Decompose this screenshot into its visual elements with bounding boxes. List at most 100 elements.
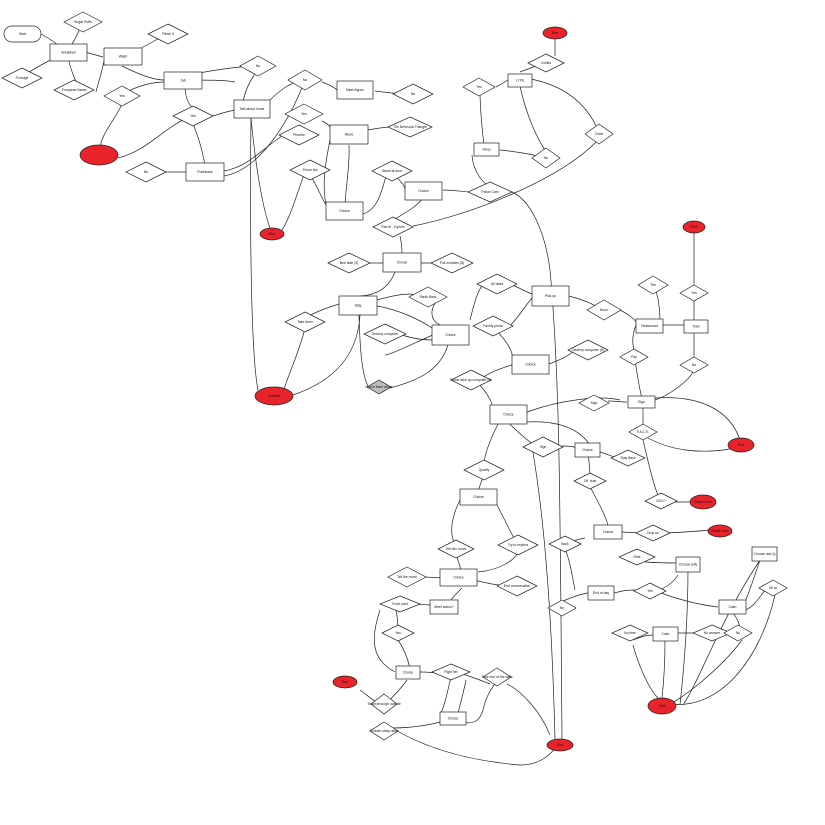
svg-text:End: End	[557, 743, 563, 747]
svg-text:Part III - Kiphes: Part III - Kiphes	[381, 225, 405, 229]
node-choice-h: Choice	[459, 488, 498, 506]
svg-text:Choice: Choice	[453, 576, 464, 580]
node-all-dead: All dead	[476, 273, 518, 295]
svg-text:Meet action?: Meet action?	[434, 605, 454, 609]
node-circle: Circle	[584, 123, 614, 145]
svg-text:Front yard: Front yard	[392, 602, 408, 606]
node-breakfast: Breakfast	[49, 43, 88, 62]
node-sugar-puffs: Sugar Puffs	[63, 11, 103, 33]
node-no-top: No	[239, 55, 277, 77]
node-back: Back	[548, 535, 582, 553]
node-choice-i: Choice	[439, 568, 478, 587]
node-pickle-take: Pickle take up computer (8)	[450, 369, 492, 391]
svg-text:End: End	[738, 443, 744, 447]
svg-text:Sugar Puffs: Sugar Puffs	[74, 20, 92, 24]
svg-text:Try to explore: Try to explore	[508, 543, 529, 547]
node-stand-at-door: Stand at door	[371, 160, 413, 182]
node-no-agnes: No	[392, 83, 434, 105]
node-quality: Quality	[463, 459, 505, 481]
svg-text:No: No	[411, 92, 415, 96]
svg-text:Breakfast: Breakfast	[61, 51, 75, 55]
node-end-of-day: End of day	[587, 585, 615, 601]
node-meet-agnes: Meet Agnes	[336, 80, 374, 100]
svg-text:Yes: Yes	[301, 112, 307, 116]
node-meet-action: Meet action?	[429, 599, 459, 615]
node-part-iii: Part III - Kiphes	[372, 216, 414, 238]
node-shop: Shop	[473, 142, 500, 157]
node-no-time: No time	[611, 624, 649, 642]
svg-text:The: The	[650, 283, 656, 287]
node-end-top: End	[542, 26, 568, 40]
node-no-music: No	[287, 69, 323, 91]
node-pick-up: Pick up	[531, 285, 570, 307]
node-yes-left: Yes	[103, 85, 141, 107]
node-red-bottom-left: End	[332, 675, 358, 689]
node-choose-ask: Choose ask (I)	[751, 546, 778, 562]
svg-text:Scream sleep alive: Scream sleep alive	[370, 729, 399, 733]
svg-text:No: No	[544, 156, 548, 160]
svg-text:Wash: Wash	[119, 55, 128, 59]
node-choice-b: Choice	[325, 201, 364, 221]
svg-text:No: No	[256, 64, 260, 68]
node-throw-tea: Throw tea	[289, 159, 331, 181]
svg-text:No time: No time	[624, 631, 636, 635]
node-no-shop: No	[531, 147, 561, 169]
svg-text:Throw tea: Throw tea	[302, 168, 317, 172]
node-choice-a: Choice	[404, 181, 443, 201]
node-sign-diamond: Sign	[578, 394, 610, 412]
node-police-cam: Police Cam	[467, 181, 513, 203]
svg-text:Drop us: Drop us	[647, 531, 659, 535]
node-pace: P.A.C.E.	[628, 423, 658, 441]
node-rinse-it: Rinse it	[147, 23, 189, 45]
svg-text:End of day: End of day	[593, 591, 610, 595]
node-ok-dust: OK dust	[573, 472, 607, 490]
svg-text:No: No	[303, 78, 307, 82]
node-yes-bottom: Yes	[381, 624, 415, 642]
svg-text:Yes: Yes	[691, 291, 697, 295]
node-music: Music	[329, 124, 369, 145]
node-choose-jelly: Choose jelly	[675, 556, 701, 573]
node-no-c: No	[723, 624, 753, 642]
svg-text:No: No	[560, 606, 564, 610]
node-european-name: European Name	[53, 79, 95, 101]
svg-text:Destroy computer (8): Destroy computer (8)	[572, 348, 604, 352]
node-cash-2: Cash	[652, 626, 679, 642]
node-red-big: Zombie	[254, 386, 294, 406]
node-choice-f: Choice	[489, 404, 528, 425]
node-tell-him-move: Tell him move	[437, 539, 475, 559]
node-take-them: Take them	[284, 311, 326, 333]
svg-text:Game Over: Game Over	[694, 500, 712, 504]
svg-text:Tell the move: Tell the move	[397, 575, 417, 579]
node-stay-back: Stay Back	[610, 449, 646, 467]
node-gray-diamond: Leave them alone	[366, 379, 393, 395]
svg-text:End: End	[342, 680, 348, 684]
svg-text:End: End	[269, 232, 275, 236]
svg-text:Cash: Cash	[729, 605, 737, 609]
svg-text:Tough through outside: Tough through outside	[367, 702, 401, 706]
svg-text:Pickle take up computer (8): Pickle take up computer (8)	[450, 378, 491, 382]
node-destroy-computer: Destroy computer	[363, 323, 407, 345]
svg-text:The Bermuda Triangle: The Bermuda Triangle	[393, 125, 427, 129]
node-end-right: End	[682, 220, 706, 234]
node-try-to-explore: Try to explore	[497, 534, 539, 556]
svg-text:Pick up: Pick up	[545, 294, 556, 298]
svg-text:Fight her: Fight her	[444, 670, 458, 674]
svg-text:No answer: No answer	[704, 631, 721, 635]
node-cash: Cash	[718, 599, 747, 615]
node-fight-her: Fight her	[431, 663, 471, 681]
node-phoebe: Phoebe	[278, 124, 320, 146]
node-flashback: Flashback	[185, 162, 225, 182]
svg-text:Yes: Yes	[190, 114, 196, 118]
svg-text:Choice: Choice	[339, 209, 350, 213]
svg-text:Restaurant: Restaurant	[641, 324, 658, 328]
svg-text:Choice: Choice	[403, 671, 414, 675]
svg-text:2001?: 2001?	[656, 499, 666, 503]
svg-text:Pay: Pay	[631, 355, 637, 359]
svg-text:Back: Back	[561, 542, 569, 546]
node-red-end-2: Game Over	[689, 494, 717, 510]
svg-text:Choose jelly: Choose jelly	[679, 563, 698, 567]
svg-text:End: End	[552, 31, 558, 35]
node-choice-k: Choice	[439, 711, 467, 726]
node-no-left: No	[125, 161, 167, 183]
